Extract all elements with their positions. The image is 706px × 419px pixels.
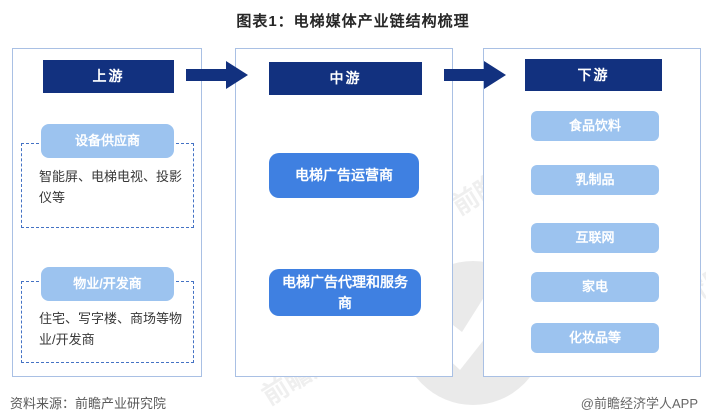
- right-arrow-icon: [444, 61, 506, 89]
- downstream-header: 下游: [525, 59, 662, 91]
- upstream-header: 上游: [43, 60, 174, 93]
- downstream-box: 食品饮料: [531, 111, 659, 141]
- downstream-box: 家电: [531, 272, 659, 302]
- upstream-panel: 上游 设备供应商 智能屏、电梯电视、投影仪等 物业/开发商 住宅、写字楼、商场等…: [12, 48, 202, 377]
- downstream-box: 互联网: [531, 223, 659, 253]
- diagram-title: 图表1：电梯媒体产业链结构梳理: [236, 13, 470, 30]
- credit-note: @前瞻经济学人APP: [580, 396, 698, 411]
- downstream-panel: 下游 食品饮料 乳制品 互联网 家电 化妆品等: [483, 48, 701, 377]
- downstream-box: 化妆品等: [531, 323, 659, 353]
- upstream-group-desc: 智能屏、电梯电视、投影仪等: [39, 169, 183, 205]
- midstream-box: 电梯广告运营商: [269, 153, 419, 198]
- source-note: 资料来源：前瞻产业研究院: [10, 396, 167, 411]
- midstream-box: 电梯广告代理和服务商: [269, 269, 421, 316]
- midstream-header: 中游: [269, 62, 422, 95]
- upstream-group-label: 物业/开发商: [41, 267, 174, 301]
- upstream-group-label: 设备供应商: [41, 124, 174, 158]
- midstream-panel: 中游 电梯广告运营商 电梯广告代理和服务商: [235, 48, 453, 377]
- upstream-group-desc: 住宅、写字楼、商场等物业/开发商: [39, 311, 183, 347]
- downstream-box: 乳制品: [531, 165, 659, 195]
- right-arrow-icon: [186, 61, 248, 89]
